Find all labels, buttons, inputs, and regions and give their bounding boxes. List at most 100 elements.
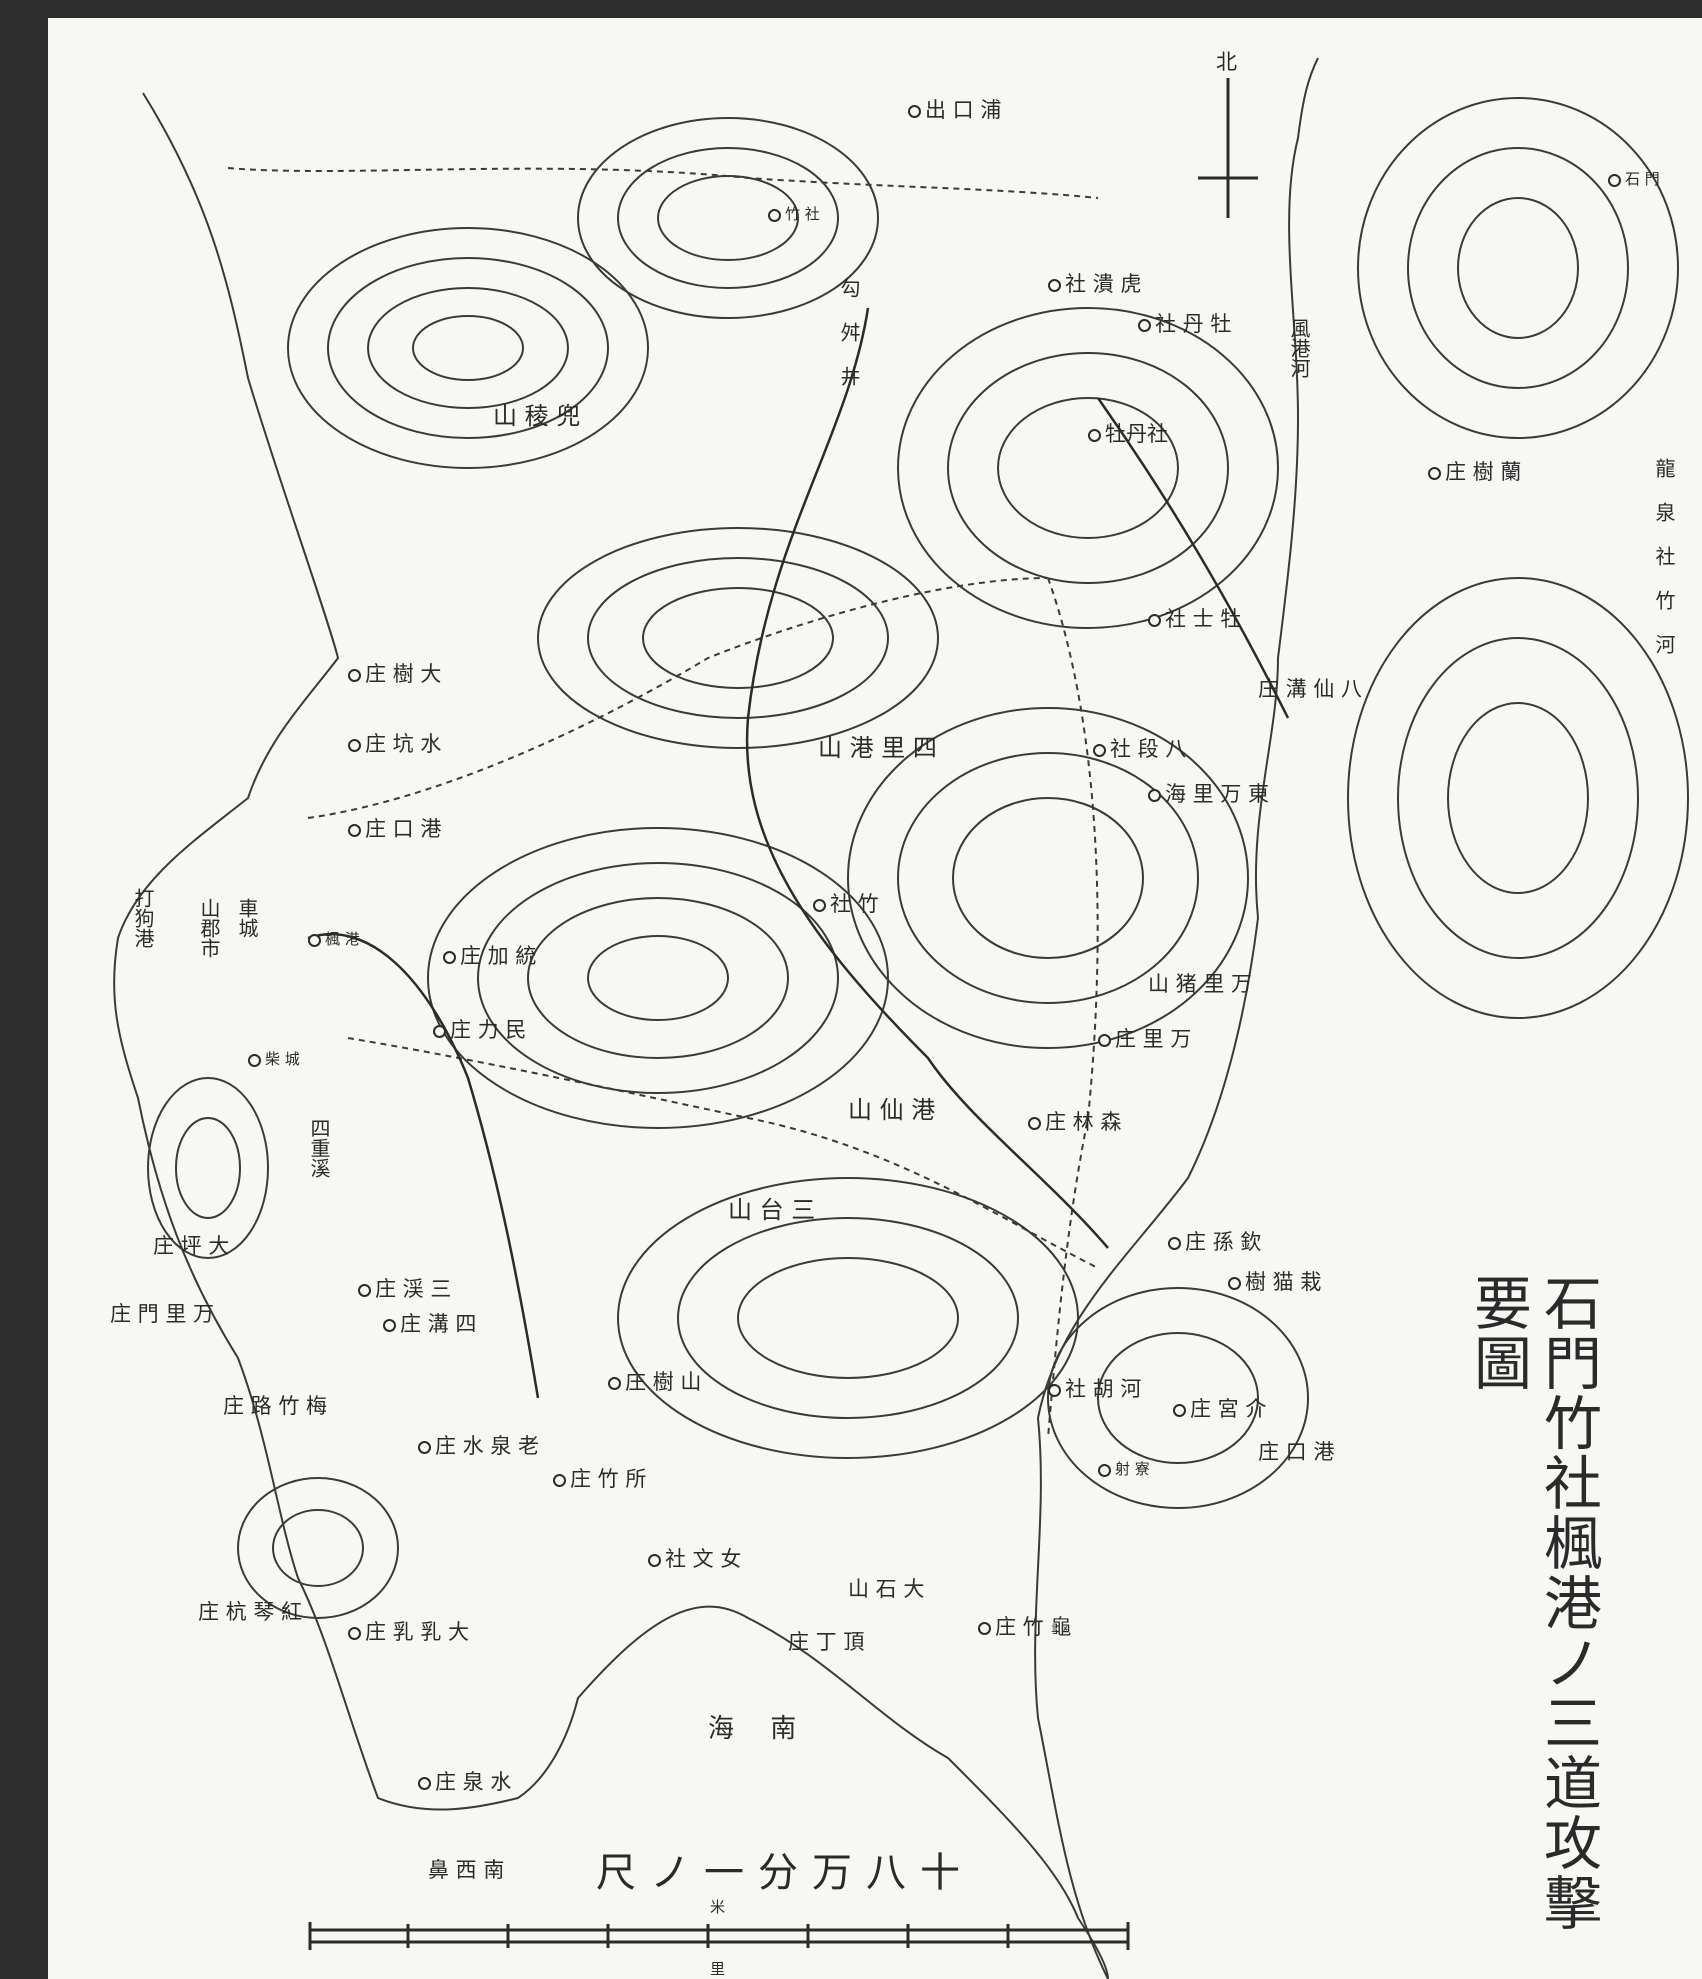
place-label: 庄 杭 琴 紅: [198, 1600, 303, 1624]
place-label: 石 門: [1608, 168, 1660, 189]
place-label: 庄 竹 龜: [978, 1611, 1071, 1641]
village-marker: [1098, 1463, 1111, 1477]
scale-bar: [308, 1922, 1130, 1950]
north-arrow: [1198, 78, 1258, 218]
place-label: 庄 渓 三: [358, 1273, 451, 1303]
place-label: 打狗港: [131, 888, 155, 948]
place-label: 山 仙 港: [848, 1096, 936, 1124]
place-label: 風港河: [1287, 318, 1311, 378]
place-label: 庄 坑 水: [348, 728, 441, 758]
place-label: 社 文 女: [648, 1543, 741, 1573]
village-marker: [1088, 429, 1101, 442]
place-label: 柴 城: [248, 1048, 300, 1069]
place-label: 庄 丁 頂: [788, 1630, 865, 1654]
place-label: 庄 加 統: [443, 940, 536, 970]
village-marker: [1138, 319, 1151, 332]
scale-unit-bottom: 里: [710, 1960, 726, 1978]
place-label: 山 港 里 四: [818, 734, 937, 762]
village-marker: [248, 1053, 261, 1067]
village-marker: [383, 1319, 396, 1332]
village-marker: [348, 669, 361, 682]
village-marker: [1428, 467, 1441, 480]
village-marker: [348, 739, 361, 752]
place-label: 山 石 大: [848, 1577, 925, 1601]
place-label: 山 稜 兜: [493, 402, 581, 430]
village-marker: [813, 899, 826, 912]
village-marker: [418, 1777, 431, 1790]
place-label: 庄 樹 山: [608, 1366, 701, 1396]
place-label: 庄 溝 仙 八: [1258, 677, 1363, 701]
village-marker: [1048, 279, 1061, 292]
place-label: 庄 水 泉 老: [418, 1430, 539, 1460]
river-north-east: [1096, 397, 1290, 719]
place-label: 四重溪: [307, 1118, 331, 1178]
village-marker: [308, 933, 321, 947]
place-label: 龍 泉 社 竹 河: [1652, 458, 1676, 654]
place-label: 庄 溝 四: [383, 1308, 476, 1338]
sea-label: 海 南: [708, 1714, 811, 1744]
place-label: 庄 路 竹 梅: [223, 1394, 328, 1418]
place-label: 庄 里 万: [1098, 1023, 1191, 1053]
coastline: [113, 92, 1109, 1979]
place-label: 鼻 西 南: [428, 1858, 505, 1882]
place-label: 勾 舛 井: [837, 278, 861, 386]
river-west: [307, 932, 540, 1399]
place-label: 庄 竹 所: [553, 1463, 646, 1493]
village-marker: [1093, 744, 1106, 757]
place-label: 庄 坪 大: [153, 1234, 230, 1258]
place-label: 社 竹: [813, 888, 879, 918]
place-label: 庄 樹 蘭: [1428, 456, 1521, 486]
place-label: 牡丹社: [1088, 418, 1168, 448]
place-label: 庄 孫 欽: [1168, 1226, 1261, 1256]
place-label: 出 口 浦: [908, 94, 1001, 124]
place-label: 山 台 三: [728, 1196, 816, 1224]
place-label: 社 段 八: [1093, 733, 1186, 763]
place-label: 庄 宮 介: [1173, 1393, 1266, 1423]
map-title: 石門竹社楓港ノ三道攻擊要圖: [1464, 1273, 1602, 1933]
place-label: 庄 泉 水: [418, 1766, 511, 1796]
village-marker: [648, 1554, 661, 1567]
place-label: 庄 力 民: [433, 1014, 526, 1044]
scale-unit-top: 米: [710, 1898, 726, 1916]
place-label: 庄 林 森: [1028, 1106, 1121, 1136]
east-coast: [1034, 57, 1319, 1979]
place-label: 樹 猫 栽: [1228, 1266, 1321, 1296]
place-label: 竹 社: [768, 203, 820, 224]
village-marker: [1608, 173, 1621, 187]
place-label: 庄 口 港: [348, 813, 441, 843]
place-label: 社 丹 牡: [1138, 308, 1231, 338]
place-label: 社 胡 河: [1048, 1373, 1141, 1403]
village-marker: [433, 1025, 446, 1038]
village-marker: [608, 1377, 621, 1390]
topographic-map: [113, 57, 1689, 1979]
place-label: 山郡市: [197, 898, 221, 958]
map-paper: 出 口 浦 庄 樹 蘭 庄 坑 水 庄 口 港 庄 樹 大 庄 加 統 庄 力 …: [48, 18, 1702, 1979]
village-marker: [418, 1441, 431, 1454]
place-label: 社 潰 虎: [1048, 268, 1141, 298]
place-label: 庄 口 港: [1258, 1440, 1335, 1464]
place-label: 庄 樹 大: [348, 658, 441, 688]
village-marker: [908, 105, 921, 118]
route-south: [347, 1037, 1099, 1269]
village-marker: [768, 208, 781, 222]
village-marker: [553, 1474, 566, 1487]
village-marker: [348, 1627, 361, 1640]
village-marker: [443, 951, 456, 964]
village-marker: [978, 1622, 991, 1635]
route-central: [307, 577, 1049, 819]
place-label: 海 里 万 東: [1148, 778, 1269, 808]
village-marker: [1168, 1237, 1181, 1250]
village-marker: [1148, 614, 1161, 627]
place-label: 山 猪 里 万: [1148, 972, 1253, 996]
place-label: 車城: [235, 898, 259, 938]
place-label: 庄 乳 乳 大: [348, 1616, 469, 1646]
village-marker: [1098, 1034, 1111, 1047]
village-marker: [358, 1284, 371, 1297]
place-label: 楓 港: [308, 928, 360, 949]
river-main: [745, 307, 1109, 1249]
route-north: [227, 167, 1099, 199]
north-label: 北: [1216, 50, 1237, 74]
route-east: [1047, 577, 1099, 1439]
village-marker: [1048, 1384, 1061, 1397]
village-marker: [1028, 1117, 1041, 1130]
